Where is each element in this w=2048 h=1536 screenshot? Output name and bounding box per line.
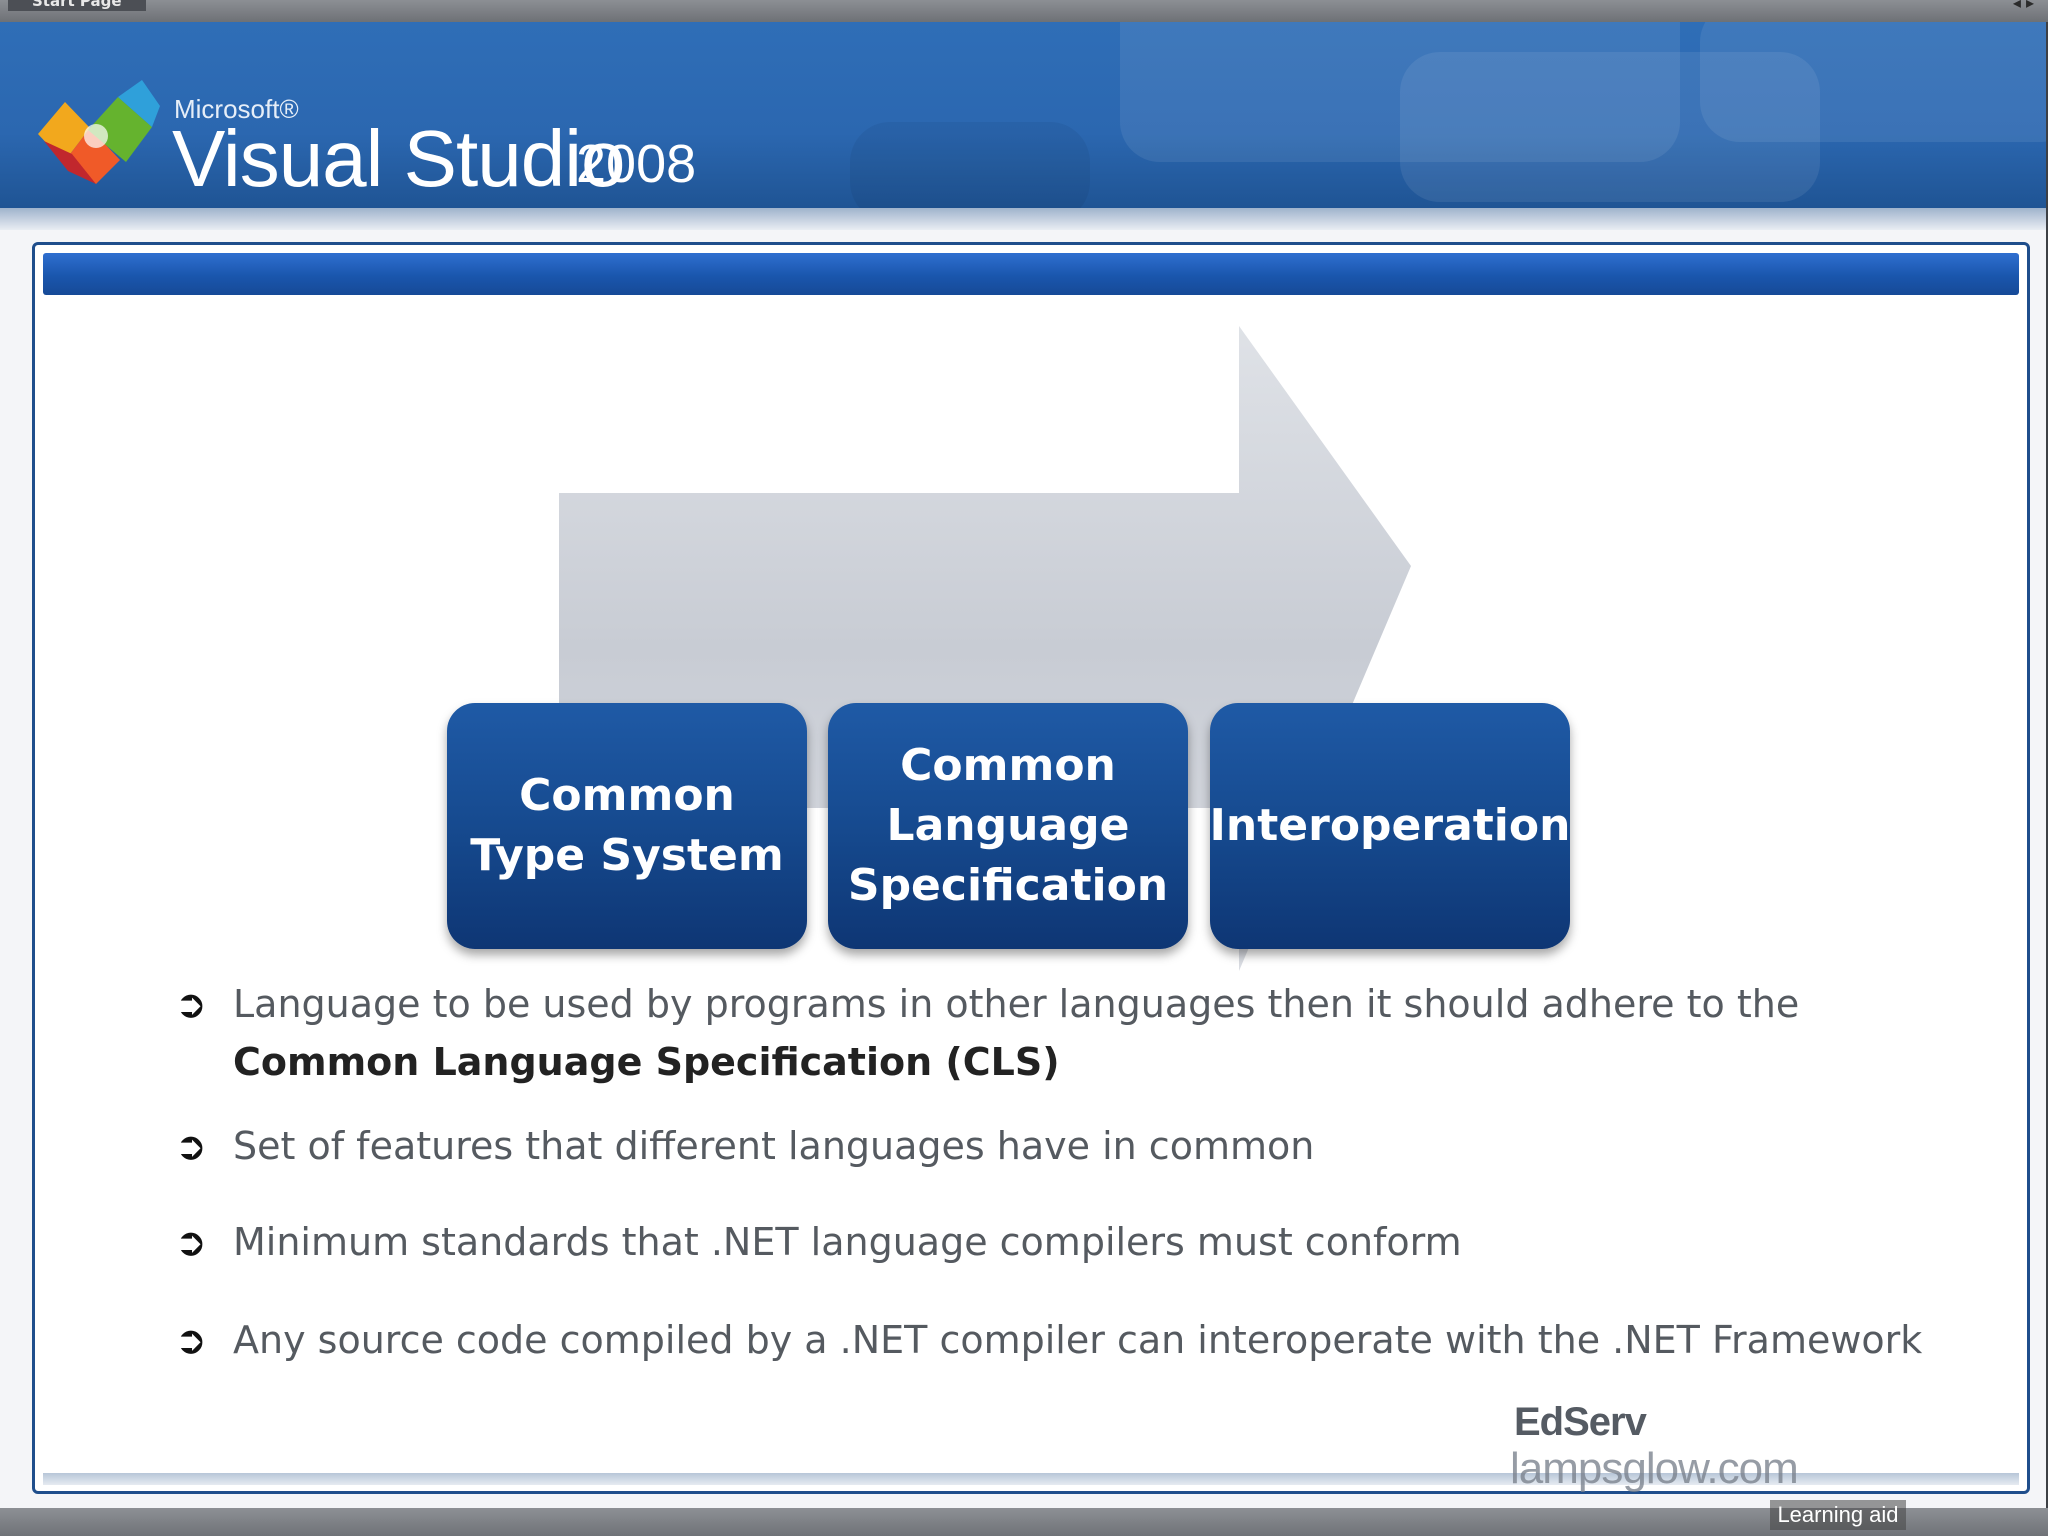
- bullet-text: Any source code compiled by a .NET compi…: [233, 1318, 1923, 1362]
- microsoft-label: Microsoft®: [174, 94, 299, 124]
- bullet-text: Set of features that different languages…: [233, 1124, 1315, 1168]
- arrow-bullet-icon: ➲: [175, 1124, 207, 1168]
- edserv-logo: EdServ: [1514, 1400, 1647, 1444]
- diagram-box-common-language-specification: Common Language Specification: [828, 703, 1188, 949]
- banner-divider: [0, 208, 2046, 230]
- right-arrow-icon: [559, 326, 1411, 971]
- bullet-text-strong: Common Language Specification (CLS): [233, 1040, 1060, 1084]
- watermark-tag: Learning aid: [1770, 1500, 1906, 1530]
- bullet-text: Minimum standards that .NET language com…: [233, 1220, 1462, 1264]
- visual-studio-infinity-logo-icon: [38, 80, 160, 184]
- tab-strip: Start Page ◂ ▸: [0, 0, 2048, 22]
- tab-scroll-arrows-icon[interactable]: ◂ ▸: [2012, 0, 2034, 12]
- arrow-bullet-icon: ➲: [175, 1318, 207, 1362]
- content-panel: Common Type System Common Language Speci…: [32, 242, 2030, 1494]
- watermark-text: lampsglow.com: [1510, 1444, 1799, 1493]
- presentation-slide: Microsoft® Visual Studio 2008 Common Typ…: [0, 22, 2048, 1508]
- bottom-status-bar: [0, 1508, 2048, 1536]
- bullet-text: Language to be used by programs in other…: [233, 975, 1933, 1091]
- tab-start-page[interactable]: Start Page: [8, 0, 146, 11]
- banner-glow-shape: [1120, 22, 1680, 162]
- product-banner: Microsoft® Visual Studio 2008: [0, 22, 2046, 208]
- slide-title-bar: [43, 253, 2019, 295]
- arrow-bullet-icon: ➲: [175, 982, 207, 1026]
- banner-glow-shape: [1700, 22, 2046, 142]
- list-item: ➲ Language to be used by programs in oth…: [175, 975, 1935, 1095]
- diagram-box-common-type-system: Common Type System: [447, 703, 807, 949]
- banner-glow-shape: [1400, 52, 1820, 202]
- product-name: Visual Studio: [172, 114, 626, 203]
- bullet-text-plain: Language to be used by programs in other…: [233, 982, 1800, 1026]
- banner-glow-shape: [850, 122, 1090, 208]
- product-year: 2008: [576, 134, 697, 194]
- slide-footer-line: [43, 1473, 2019, 1485]
- arrow-bullet-icon: ➲: [175, 1220, 207, 1264]
- diagram-box-interoperation: Interoperation: [1210, 703, 1570, 949]
